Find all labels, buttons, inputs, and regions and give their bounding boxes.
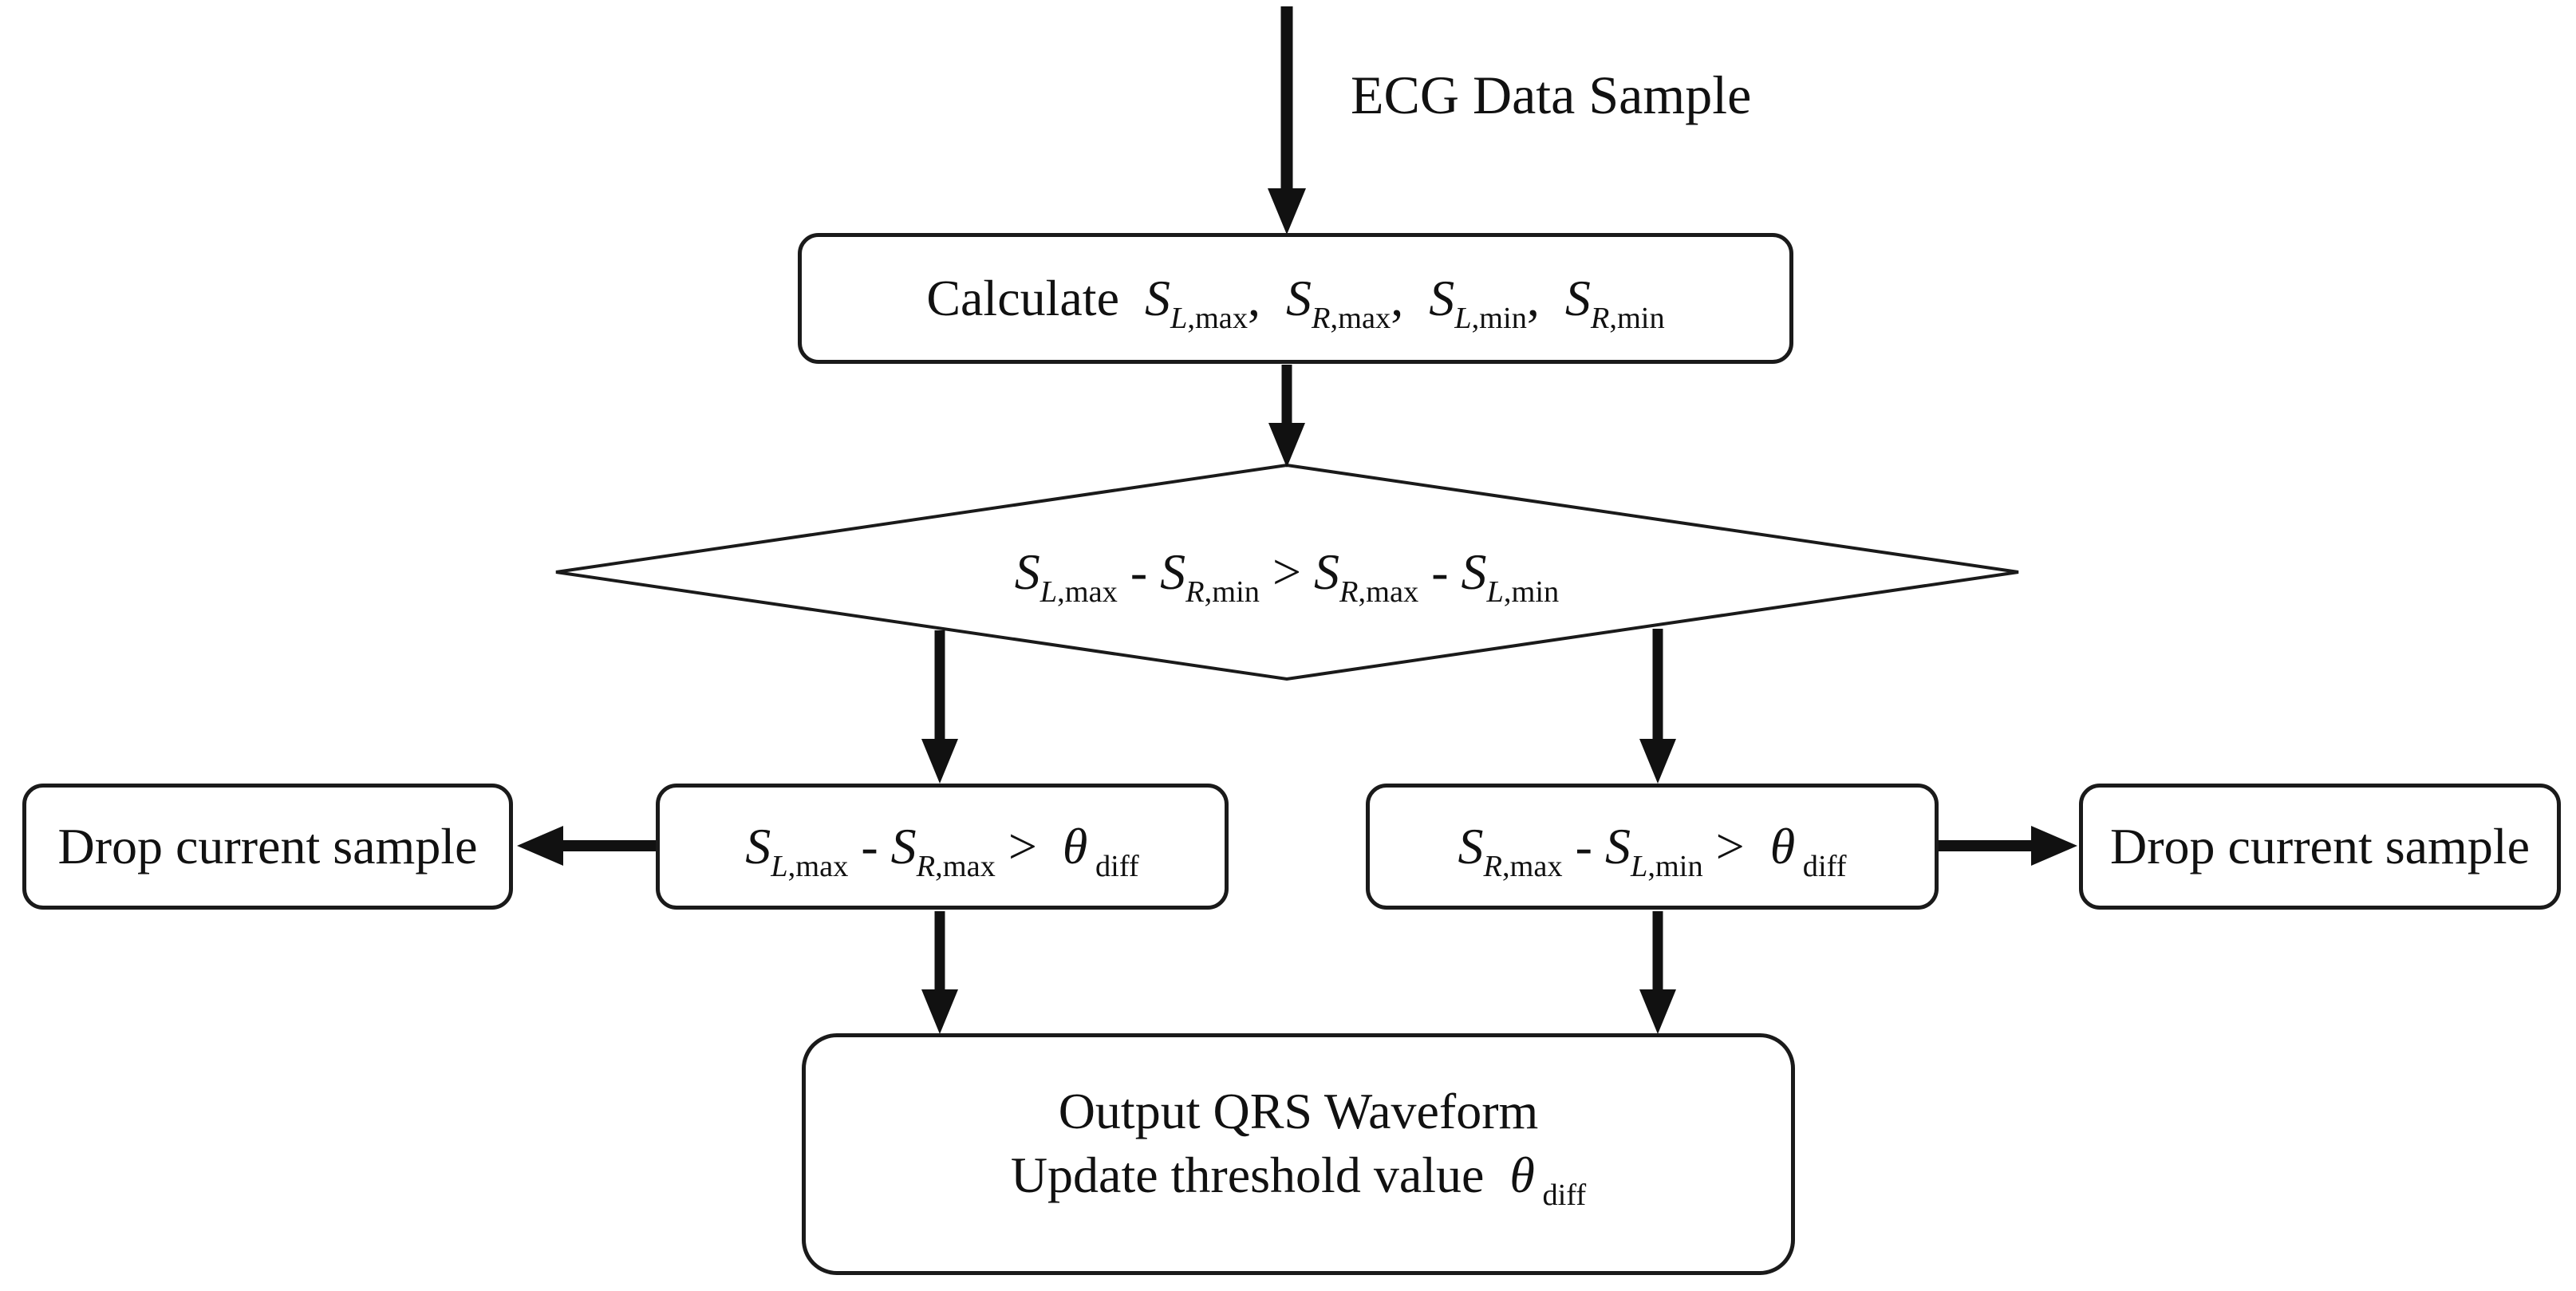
threshold-left-box: SL,max - SR,max > θ diff bbox=[656, 784, 1229, 910]
threshold-right-label: SR,max - SL,min > θ diff bbox=[1458, 818, 1847, 884]
threshold-left-label: SL,max - SR,max > θ diff bbox=[745, 818, 1139, 884]
threshold-left-to-drop-arrowhead bbox=[517, 826, 563, 866]
threshold-right-to-drop-arrowhead bbox=[2031, 826, 2077, 866]
threshold-right-to-output-arrowhead bbox=[1639, 989, 1676, 1034]
drop-right-box: Drop current sample bbox=[2079, 784, 2561, 910]
output-line1: Output QRS Waveform bbox=[1058, 1082, 1539, 1139]
calculate-to-decision-arrowhead bbox=[1268, 423, 1305, 468]
output-box: Output QRS Waveform Update threshold val… bbox=[802, 1033, 1795, 1275]
decision-condition-text: SL,max - SR,min > SR,max - SL,min bbox=[1014, 543, 1560, 610]
drop-right-label: Drop current sample bbox=[2109, 818, 2531, 875]
drop-left-label: Drop current sample bbox=[57, 818, 478, 875]
drop-left-box: Drop current sample bbox=[22, 784, 513, 910]
decision-to-threshold-right-arrowhead bbox=[1639, 739, 1676, 784]
calculate-box-label: Calculate SL,max, SR,max, SL,min, SR,min bbox=[926, 270, 1665, 336]
threshold-right-box: SR,max - SL,min > θ diff bbox=[1366, 784, 1939, 910]
threshold-left-to-output-arrowhead bbox=[921, 989, 958, 1034]
decision-diamond-shape bbox=[555, 463, 2019, 681]
decision-to-threshold-left-arrowhead bbox=[921, 739, 958, 784]
ecg-data-sample-label: ECG Data Sample bbox=[1351, 65, 1752, 125]
output-line2: Update threshold value θ diff bbox=[1010, 1146, 1587, 1212]
calculate-box: Calculate SL,max, SR,max, SL,min, SR,min bbox=[798, 233, 1793, 364]
input-arrowhead bbox=[1268, 188, 1306, 235]
decision-label: SL,max - SR,min > SR,max - SL,min bbox=[792, 531, 1781, 614]
